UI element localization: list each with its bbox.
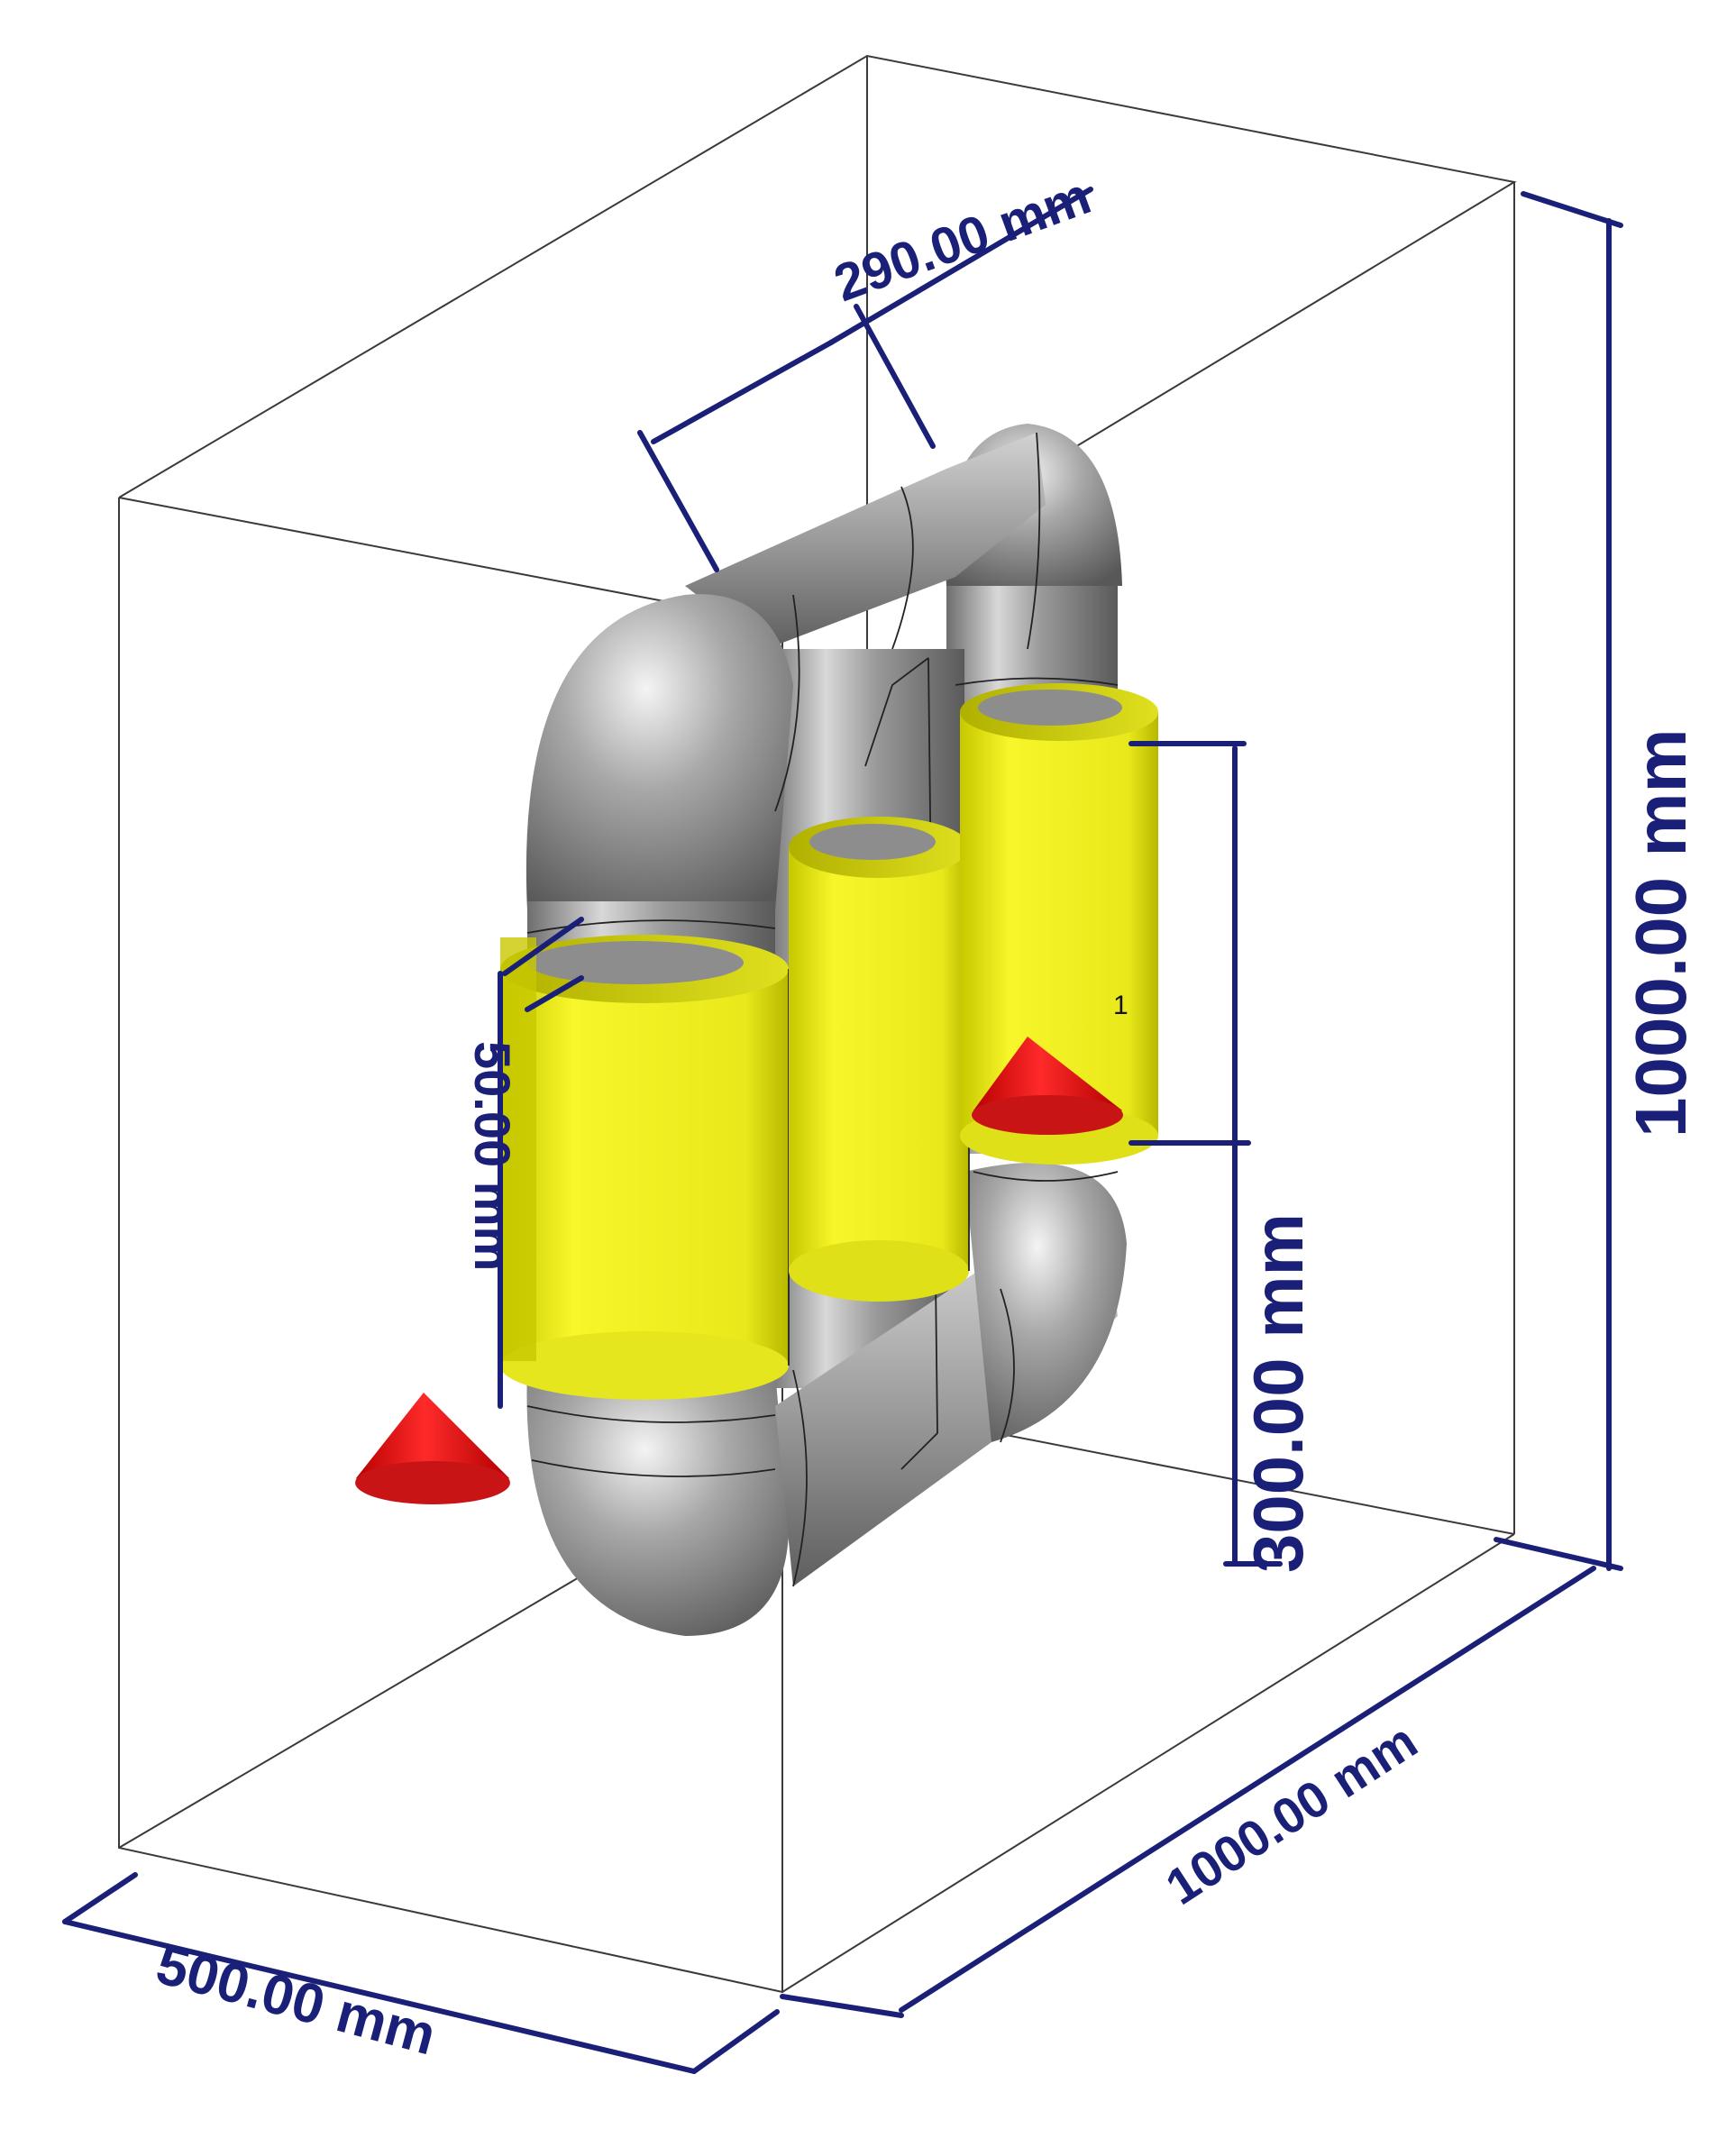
core-bend-top-left: [525, 594, 793, 910]
core-top-limb: [685, 433, 1046, 649]
port-marker-icon[interactable]: [355, 1393, 510, 1504]
winding-middle[interactable]: [789, 817, 970, 1302]
dimension-depth[interactable]: 1000.00 mm: [780, 1566, 1596, 2018]
dimension-height[interactable]: 1000.00 mm: [1494, 191, 1701, 1571]
svg-text:300.00 mm: 300.00 mm: [1238, 1213, 1318, 1573]
dimension-winding-thickness[interactable]: 50.00 mm: [464, 917, 584, 1409]
svg-text:1000.00 mm: 1000.00 mm: [1156, 1712, 1427, 1915]
winding-left[interactable]: [500, 935, 790, 1400]
dimension-winding-length[interactable]: 300.00 mm: [1128, 741, 1318, 1573]
svg-text:500.00 mm: 500.00 mm: [150, 1933, 442, 2068]
port-marker-icon[interactable]: [972, 1037, 1123, 1135]
core-bend-bottom-left: [526, 1370, 789, 1636]
svg-text:1000.00 mm: 1000.00 mm: [1621, 728, 1701, 1138]
core-bend-bottom-right: [964, 1163, 1127, 1442]
port-number-label: 1: [1113, 991, 1128, 1020]
svg-text:50.00 mm: 50.00 mm: [464, 1041, 521, 1271]
dimension-width[interactable]: 500.00 mm: [62, 1872, 780, 2074]
